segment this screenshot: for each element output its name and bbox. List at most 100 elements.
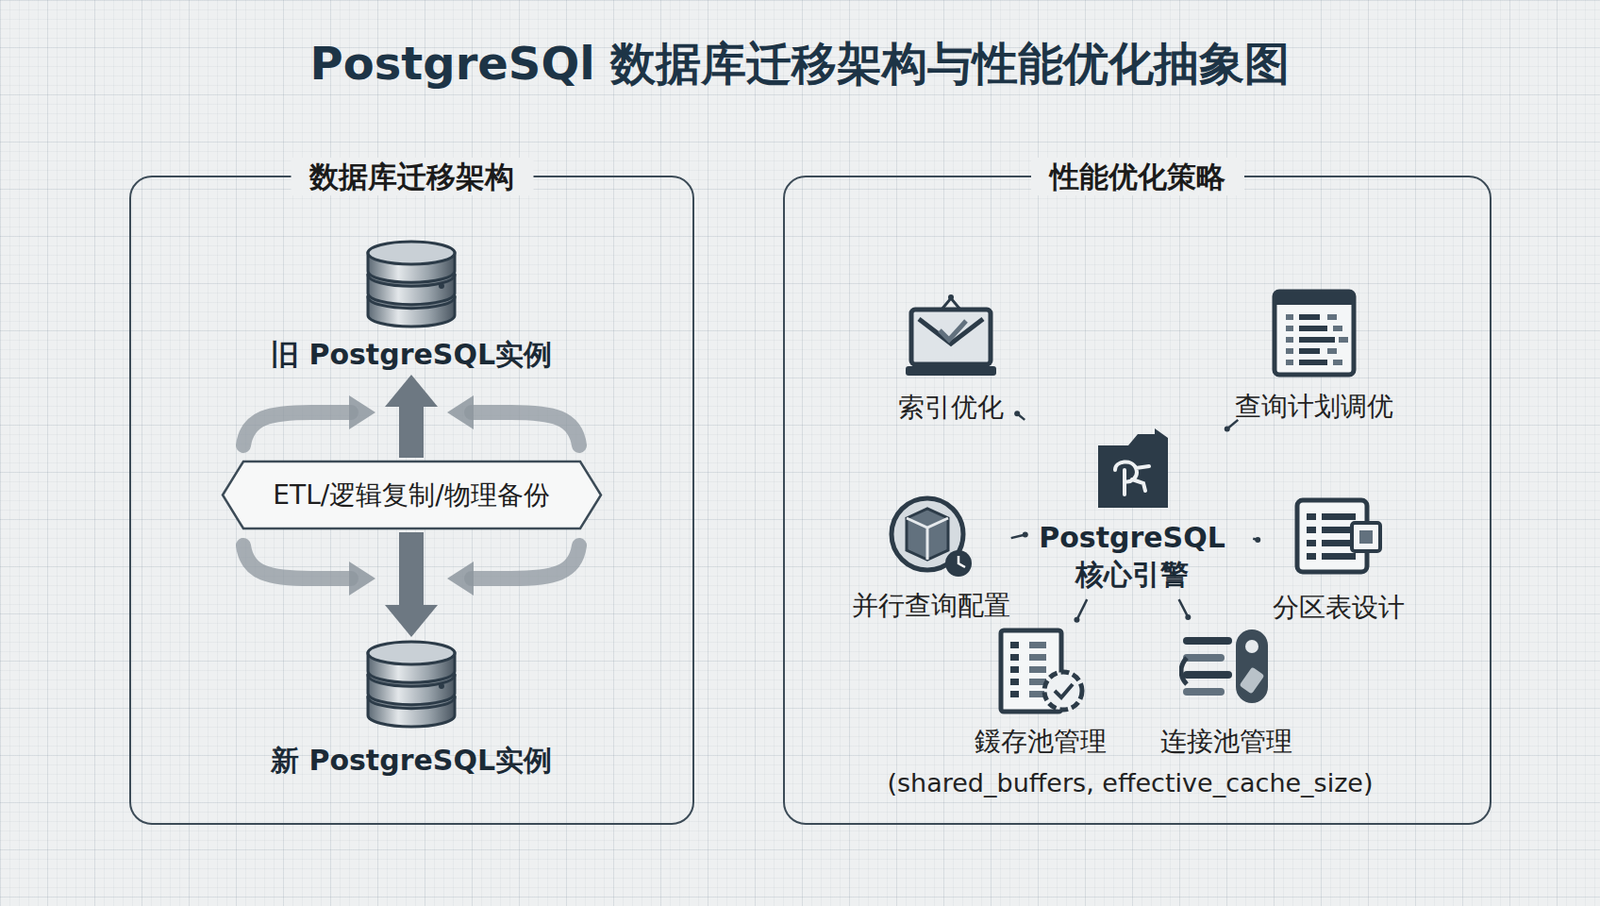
link-dot xyxy=(1254,536,1261,543)
engine-body xyxy=(1098,428,1168,508)
strategy-item: 连接池管理 xyxy=(1152,623,1300,759)
database-instance: 旧 PostgreSQL实例 xyxy=(263,238,561,373)
db-illustration xyxy=(362,638,461,734)
engine-link xyxy=(1252,536,1261,543)
table-cell xyxy=(1306,526,1317,534)
partition-mark xyxy=(1359,530,1373,544)
cache-illustration xyxy=(993,626,1088,716)
row-mark xyxy=(1285,359,1294,366)
row-mark xyxy=(1333,325,1343,332)
base xyxy=(905,366,997,376)
db-icon xyxy=(367,241,455,327)
row-mark xyxy=(1285,348,1294,354)
db-icon xyxy=(367,641,455,727)
buffer-cell xyxy=(1010,678,1019,685)
buffer-cell xyxy=(1010,653,1019,661)
elephant-glyph xyxy=(1115,461,1150,495)
core-icon xyxy=(1098,428,1168,508)
optimization-panel: 性能优化策略索引优化查询计划调优PostgreSQL 核心引警并行查询配置分区表… xyxy=(783,175,1492,825)
row-mark xyxy=(1285,314,1294,320)
migration-method-hexagon: ETL/逻辑复制/物理备份 xyxy=(220,459,603,531)
db-led xyxy=(438,283,445,289)
strategy-label: 并行查询配置 xyxy=(851,588,1011,623)
row-mark xyxy=(1327,348,1337,354)
sync-arrow xyxy=(243,412,351,446)
gear xyxy=(1044,671,1083,710)
buffer-cell xyxy=(1029,666,1047,673)
panel-heading: 数据库迁移架构 xyxy=(290,157,534,196)
buffer-cell xyxy=(1010,690,1019,698)
row-line xyxy=(1299,325,1328,332)
connection-line xyxy=(1186,653,1221,662)
row-mark xyxy=(1327,314,1337,320)
buffer-cell xyxy=(1010,666,1019,673)
parallel-illustration xyxy=(886,491,976,581)
table-cell xyxy=(1321,552,1356,560)
arrow-head xyxy=(384,604,438,637)
arrow-head xyxy=(384,374,438,407)
table-cell xyxy=(1306,513,1317,520)
buffer-cell xyxy=(1029,653,1047,661)
engine-link xyxy=(1011,531,1029,538)
plan-illustration xyxy=(1268,287,1360,379)
cube xyxy=(906,508,949,560)
arrow-head xyxy=(349,561,376,596)
migration-arrow xyxy=(384,532,438,637)
strategy-item: 并行查询配置 xyxy=(844,491,1018,623)
row-line xyxy=(1299,348,1320,354)
db-rim xyxy=(367,641,455,665)
connection-line xyxy=(1186,670,1229,679)
row-mark xyxy=(1338,336,1349,343)
index-illustration xyxy=(903,292,999,380)
instance-label: 旧 PostgreSQL实例 xyxy=(270,335,552,373)
migration-arrow xyxy=(384,374,438,458)
strategy-label: 连接池管理 xyxy=(1160,724,1293,759)
method-label: ETL/逻辑复制/物理备份 xyxy=(220,459,603,531)
row-mark xyxy=(1285,336,1294,343)
engine-link xyxy=(1014,410,1025,420)
link-dot xyxy=(1022,531,1029,537)
sync-arrow xyxy=(471,545,580,579)
strategy-item: 分区表设计 xyxy=(1265,494,1413,625)
buffer-cell xyxy=(1010,641,1019,649)
row-line xyxy=(1299,314,1320,320)
parameter-note: (shared_buffers, effective_cache_size) xyxy=(886,767,1373,798)
table-cell xyxy=(1306,539,1317,547)
screen xyxy=(911,309,991,365)
strategy-label: 索引优化 xyxy=(898,390,1004,425)
index-icon xyxy=(905,294,997,376)
engine-link xyxy=(1179,599,1192,620)
arrow-head xyxy=(349,395,376,430)
connection-loop xyxy=(1181,657,1187,684)
check xyxy=(939,320,967,340)
key-hole xyxy=(1245,639,1259,653)
key-tab xyxy=(1239,666,1266,695)
panel-heading: 性能优化策略 xyxy=(1031,157,1245,196)
parallel-icon xyxy=(891,498,972,577)
conn-icon xyxy=(1181,629,1268,703)
database-instance: 新 PostgreSQL实例 xyxy=(263,638,561,779)
link-dot xyxy=(1073,616,1080,623)
window-bar xyxy=(1274,291,1354,305)
connector-line xyxy=(399,532,424,607)
arrow-head xyxy=(447,395,474,430)
engine-label: PostgreSQL 核心引警 xyxy=(1026,518,1239,593)
link-dot xyxy=(1184,614,1191,620)
plan-icon xyxy=(1274,291,1354,375)
table-cell xyxy=(1306,552,1317,560)
strategy-item: 查询计划调优 xyxy=(1227,287,1401,424)
engine-link xyxy=(1073,599,1087,623)
envelope xyxy=(918,318,984,344)
partition-icon xyxy=(1297,500,1381,572)
strategy-label: 分区表设计 xyxy=(1272,590,1405,625)
clock-hands xyxy=(958,555,966,567)
strategy-label: 鍰存池管理 xyxy=(974,724,1107,759)
hanger-dot xyxy=(948,294,954,300)
strategy-item: 索引优化 xyxy=(890,292,1012,425)
arrow-head xyxy=(447,561,474,596)
window xyxy=(1274,291,1354,375)
partition-sheet xyxy=(1351,522,1381,551)
instance-label: 新 PostgreSQL实例 xyxy=(270,741,552,779)
clock xyxy=(945,550,972,577)
